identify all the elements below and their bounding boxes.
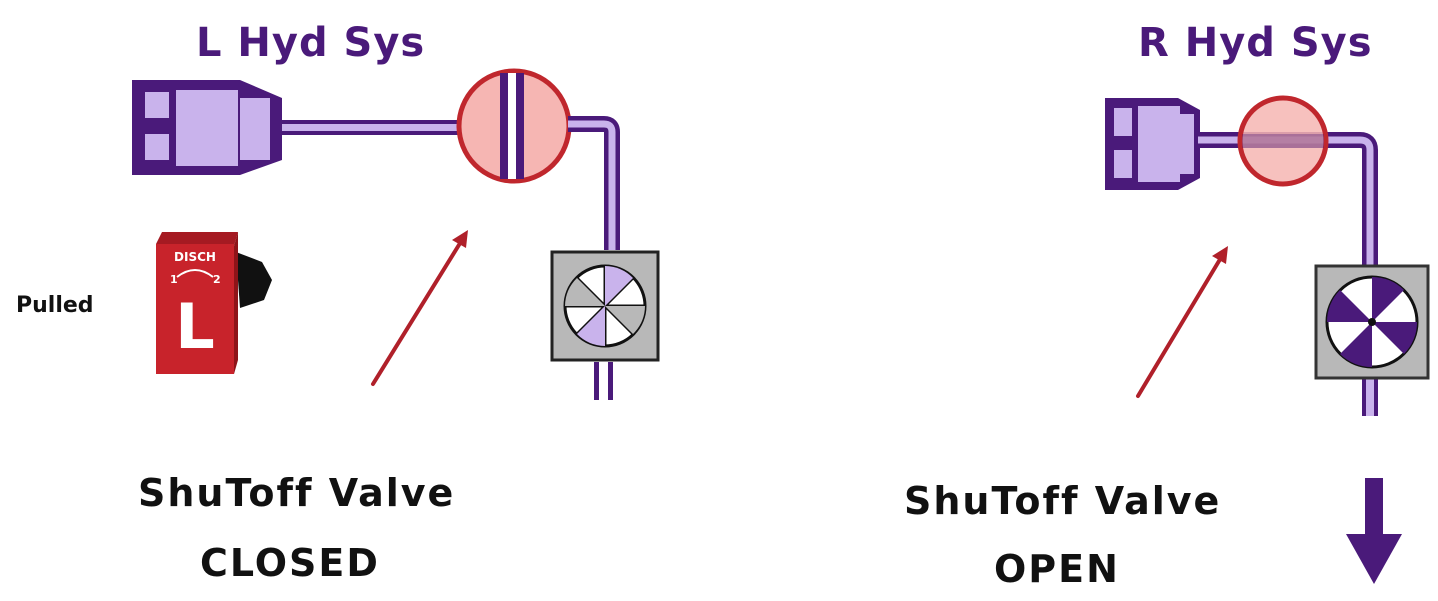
handle-letter: L — [175, 290, 215, 363]
left-fire-handle[interactable]: DISCH 1 2 L — [156, 232, 272, 374]
right-shutoff-valve-open — [1237, 95, 1329, 187]
left-valve-caption-line2: CLOSED — [200, 541, 380, 585]
left-pump — [550, 250, 660, 362]
handle-rotation-arrow-icon — [176, 269, 214, 278]
right-valve-pointer-arrow — [1136, 246, 1228, 398]
handle-state-label: Pulled — [16, 293, 94, 318]
left-hydraulic-system: L Hyd Sys — [16, 20, 660, 585]
left-shutoff-valve-closed — [456, 68, 572, 184]
left-supply-pipe — [280, 120, 460, 135]
flow-down-arrow-icon — [1346, 478, 1402, 584]
right-system-title: R Hyd Sys — [1138, 20, 1373, 66]
handle-num-2: 2 — [213, 273, 221, 286]
left-reservoir — [132, 80, 282, 175]
right-valve-caption-line1: ShuToff Valve — [904, 479, 1221, 523]
right-reservoir — [1105, 98, 1200, 190]
left-system-title: L Hyd Sys — [196, 20, 425, 66]
right-valve-caption-line2: OPEN — [994, 547, 1120, 591]
right-pump — [1314, 264, 1430, 380]
right-hydraulic-system: R Hyd Sys — [904, 20, 1430, 591]
left-downstream-pipe — [568, 116, 620, 400]
left-valve-caption-line1: ShuToff Valve — [138, 471, 455, 515]
handle-num-1: 1 — [170, 273, 178, 286]
right-downstream-pipe — [1362, 378, 1378, 416]
handle-top-label: DISCH — [174, 250, 216, 264]
right-supply-pipe — [1198, 132, 1378, 268]
left-valve-pointer-arrow — [371, 230, 468, 386]
